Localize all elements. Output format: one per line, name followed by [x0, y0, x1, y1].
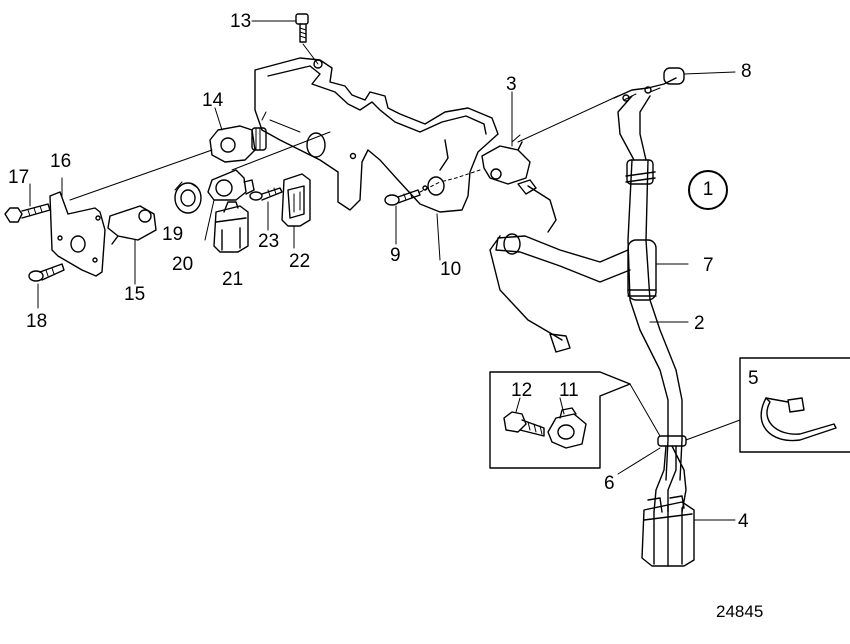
inset-box-clamp: [489, 371, 661, 469]
sensor-20: [204, 131, 331, 241]
group-marker-label: 1: [702, 179, 714, 200]
callout-10: 10: [440, 259, 462, 280]
callout-2: 2: [694, 313, 705, 334]
callout-5: 5: [748, 368, 759, 389]
callout-15: 15: [124, 284, 146, 305]
callout-18: 18: [26, 311, 48, 332]
mounting-bracket: [254, 57, 499, 213]
callout-13: 13: [230, 11, 252, 32]
screw-18: [28, 263, 65, 282]
callout-4: 4: [738, 511, 749, 532]
callout-8: 8: [741, 61, 752, 82]
callout-19: 19: [162, 224, 184, 245]
callout-11: 11: [559, 380, 579, 401]
screw-17: [4, 203, 51, 223]
sensor-14: [69, 111, 267, 201]
callout-21: 21: [222, 269, 244, 290]
callout-9: 9: [390, 245, 401, 266]
callout-6: 6: [604, 473, 615, 494]
callout-7: 7: [703, 255, 714, 276]
callout-17: 17: [8, 167, 30, 188]
screw-9: [384, 181, 441, 206]
bolt-13: [295, 13, 319, 65]
connector-21: [213, 201, 249, 253]
inset-box-cable-tie: [685, 357, 850, 453]
callout-14: 14: [202, 90, 224, 111]
ring-19: [174, 181, 202, 214]
sensor-3: [439, 134, 531, 185]
sensor-22: [281, 173, 311, 249]
leader-lines: [29, 20, 736, 521]
callout-12: 12: [511, 380, 533, 401]
group-marker: 1: [688, 170, 728, 210]
callout-20: 20: [172, 254, 194, 275]
callout-16: 16: [50, 151, 72, 172]
callout-3: 3: [506, 74, 517, 95]
screw-23: [249, 187, 283, 231]
connector-4: [641, 495, 695, 567]
wiring-harness: [489, 67, 687, 513]
callout-22: 22: [289, 251, 311, 272]
callout-23: 23: [258, 231, 280, 252]
mounting-plate-16: [49, 191, 106, 277]
sensor-15: [107, 205, 157, 285]
drawing-number: 24845: [716, 602, 764, 621]
